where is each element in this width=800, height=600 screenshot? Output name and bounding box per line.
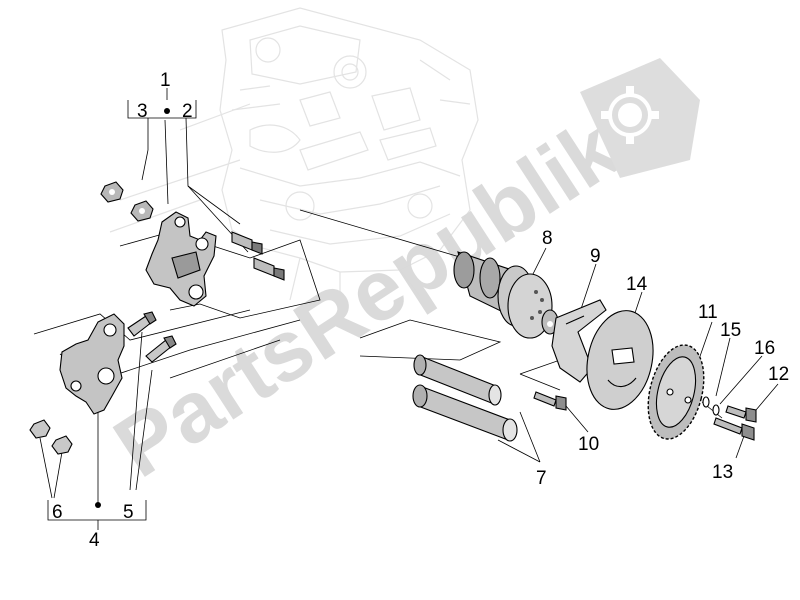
callout-15: 15 xyxy=(720,320,741,341)
timing-sprocket xyxy=(647,344,705,440)
group-dot-1 xyxy=(164,108,170,114)
leader-lines xyxy=(33,88,779,530)
camshaft xyxy=(453,251,559,339)
adjuster-screws-upper xyxy=(231,231,285,281)
cam-plate-bolt xyxy=(533,391,567,411)
callout-7: 7 xyxy=(536,468,547,489)
callout-5: 5 xyxy=(123,502,134,523)
callout-6: 6 xyxy=(52,502,63,523)
callout-11: 11 xyxy=(698,302,718,323)
rocker-arm-upper xyxy=(145,211,217,307)
nut-6b xyxy=(51,435,73,455)
gear-icon xyxy=(580,58,700,178)
rocker-arm-lower xyxy=(59,313,125,415)
callout-12: 12 xyxy=(768,364,789,385)
callout-16: 16 xyxy=(754,338,775,359)
washer-16 xyxy=(712,404,720,416)
callout-1: 1 xyxy=(160,70,171,91)
callout-2: 2 xyxy=(182,101,193,122)
sprocket-bolt-12 xyxy=(725,405,757,423)
rocker-shaft-lower xyxy=(412,384,518,442)
callout-8: 8 xyxy=(542,228,553,249)
adjuster-screws-lower xyxy=(127,311,177,363)
group-dot-4 xyxy=(95,502,101,508)
callout-4: 4 xyxy=(89,530,100,551)
callout-14: 14 xyxy=(626,274,648,295)
callout-13: 13 xyxy=(712,462,733,483)
sprocket-bolt-13 xyxy=(713,417,755,441)
nut-3b xyxy=(130,200,154,222)
callout-3: 3 xyxy=(137,101,148,122)
rocker-shaft-upper xyxy=(413,354,502,406)
callout-labels: 1 2 3 4 5 6 7 8 9 10 11 12 13 14 15 16 xyxy=(52,70,789,551)
nut-6a xyxy=(29,419,51,439)
callout-9: 9 xyxy=(590,246,601,267)
nut-3a xyxy=(100,181,124,203)
decompressor-disc xyxy=(586,310,654,410)
cylinder-head-ghost xyxy=(109,7,479,301)
callout-10: 10 xyxy=(578,434,599,455)
washer-15 xyxy=(702,396,710,408)
